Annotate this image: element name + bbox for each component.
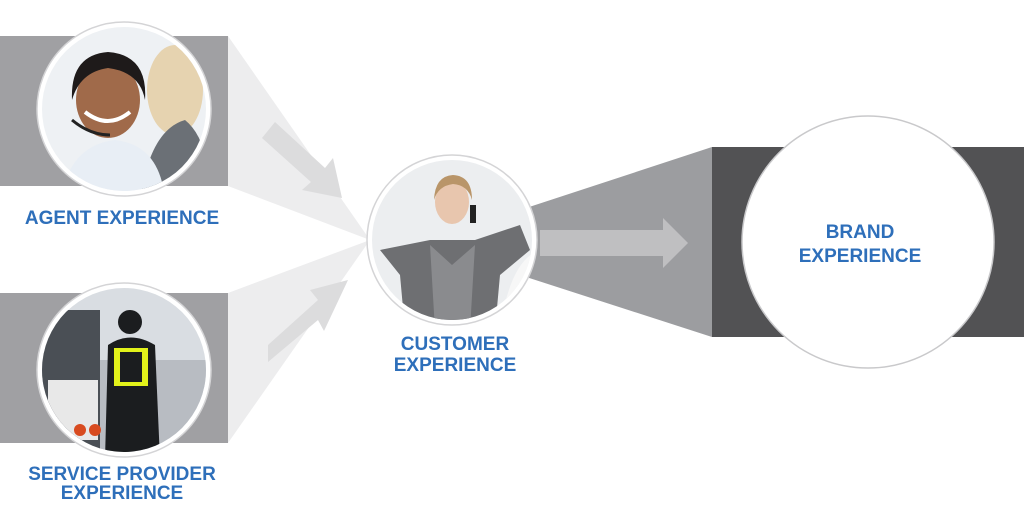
brand-experience-label: BRAND EXPERIENCE — [799, 221, 921, 269]
service-label-line2: EXPERIENCE — [60, 483, 184, 504]
agent-experience-label: AGENT EXPERIENCE — [25, 209, 219, 229]
brand-label-line2: EXPERIENCE — [798, 246, 922, 267]
customer-label-line1: CUSTOMER — [400, 334, 510, 355]
service-label-line1: SERVICE PROVIDER — [28, 464, 216, 485]
right-arrow-icon — [540, 218, 688, 268]
top-arrow-icon — [262, 122, 342, 198]
brand-circle — [741, 115, 995, 369]
agent-label-line1: AGENT EXPERIENCE — [24, 208, 220, 229]
bottom-funnel — [228, 240, 370, 443]
brand-label-line1: BRAND — [825, 222, 895, 243]
customer-label-line2: EXPERIENCE — [393, 355, 517, 376]
customer-experience-label: CUSTOMER EXPERIENCE — [394, 334, 516, 376]
agent-headset-photo — [42, 27, 206, 191]
service-provider-experience-label: SERVICE PROVIDER EXPERIENCE — [28, 465, 216, 503]
bottom-arrow-icon — [268, 280, 348, 362]
top-funnel — [228, 36, 370, 240]
